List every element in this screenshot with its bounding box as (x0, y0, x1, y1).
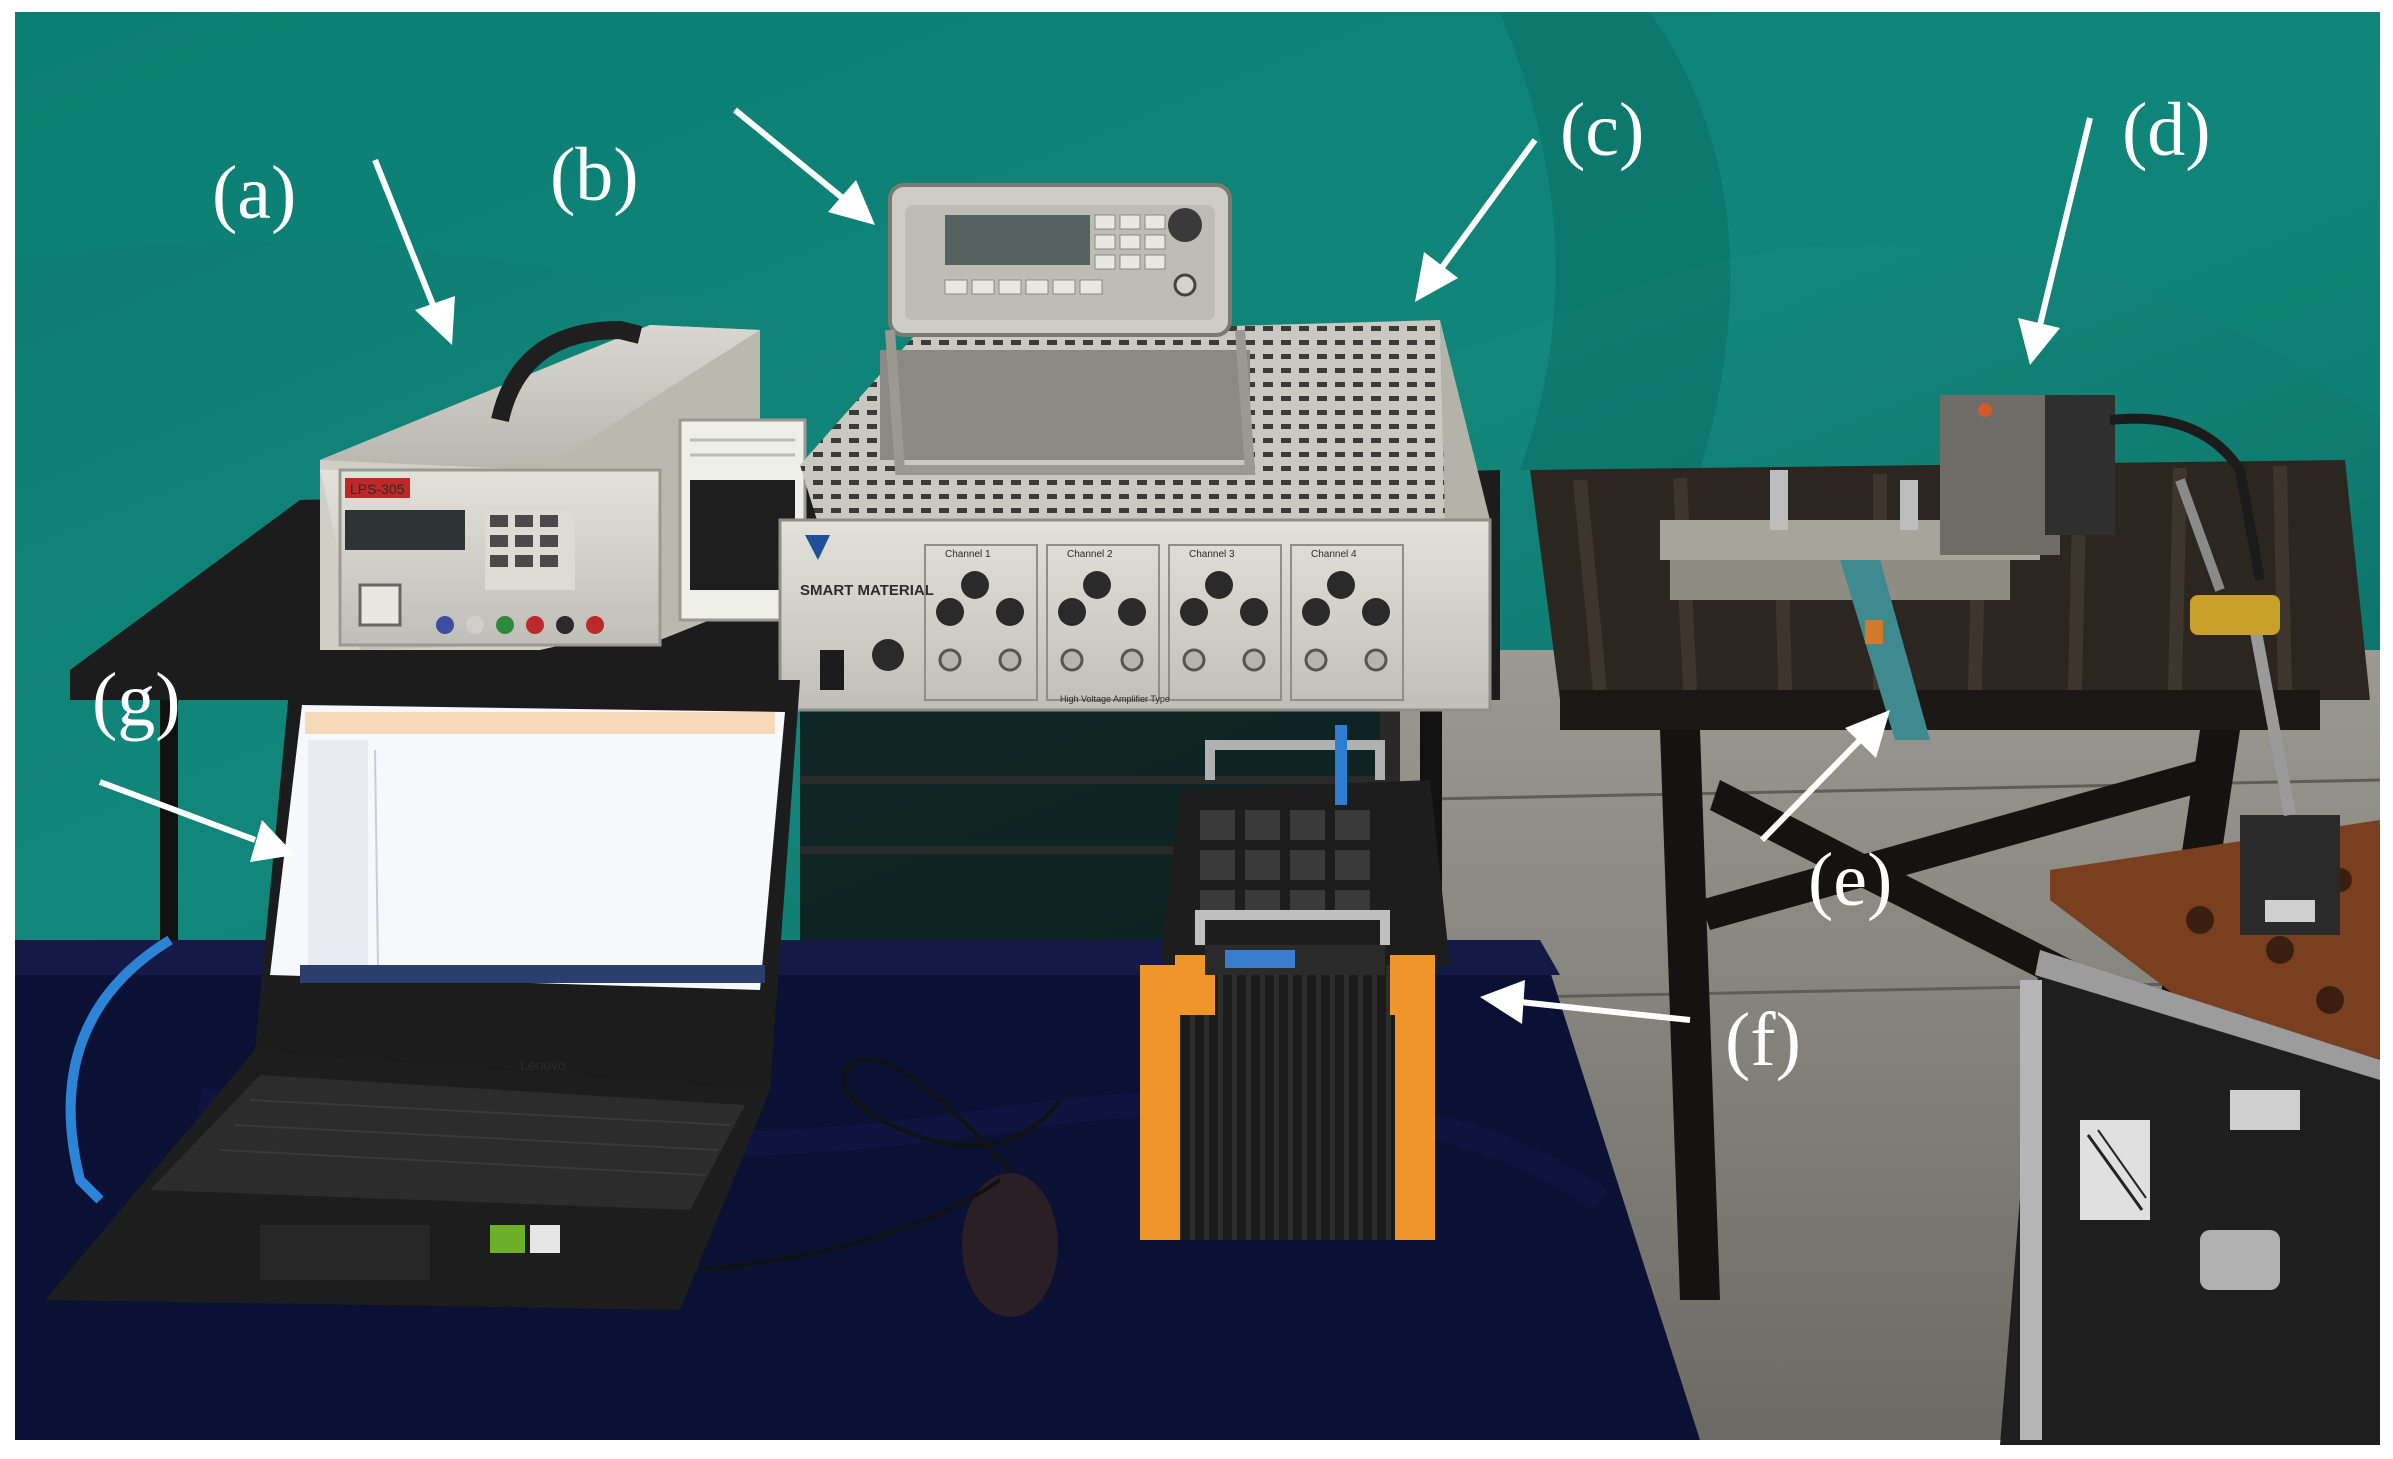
annotation-arrows (98, 107, 2093, 1024)
arrow-f (1480, 980, 1691, 1024)
channel-4-label: Channel 4 (1311, 549, 1357, 560)
laptop: Lenovo (45, 680, 800, 1310)
channel-1-label: Channel 1 (945, 549, 991, 560)
label-e: (e) (1808, 838, 1892, 922)
amplifier-channel-1: Channel 1 (924, 544, 1038, 701)
function-generator (880, 183, 1256, 475)
dc-power-supply: LPS-305 (320, 320, 760, 650)
laptop-brand-text: Lenovo (520, 1057, 566, 1073)
amplifier-channel-3: Channel 3 (1168, 544, 1282, 701)
label-f: (f) (1725, 998, 1801, 1082)
power-supply-model-text: LPS-305 (350, 481, 405, 497)
amplifier-channel-4: Channel 4 (1290, 544, 1404, 701)
amplifier-model-text: High Voltage Amplifier Type (1060, 694, 1170, 704)
cantilever-specimen-fixture (1660, 470, 2040, 740)
arrow-b (733, 107, 875, 225)
data-acquisition-unit (1140, 725, 1450, 1240)
arrow-c (1415, 138, 1538, 302)
channel-2-label: Channel 2 (1067, 549, 1113, 560)
arrow-a (372, 158, 455, 345)
flight-case (2000, 950, 2380, 1445)
magnetic-base-stand (2050, 478, 2380, 1100)
label-d: (d) (2122, 88, 2211, 172)
channel-3-label: Channel 3 (1189, 549, 1235, 560)
label-c: (c) (1560, 88, 1644, 172)
amplifier-brand-text: SMART MATERIAL (800, 582, 934, 599)
label-b: (b) (550, 133, 639, 217)
computer-mouse (699, 1057, 1062, 1317)
arrow-g (98, 779, 295, 862)
laser-displacement-sensor (1940, 395, 2265, 581)
arrow-e (1759, 710, 1890, 843)
label-a: (a) (212, 151, 296, 235)
arrow-d (2018, 117, 2093, 365)
amplifier-channel-2: Channel 2 (1046, 544, 1160, 701)
label-g: (g) (92, 658, 181, 742)
